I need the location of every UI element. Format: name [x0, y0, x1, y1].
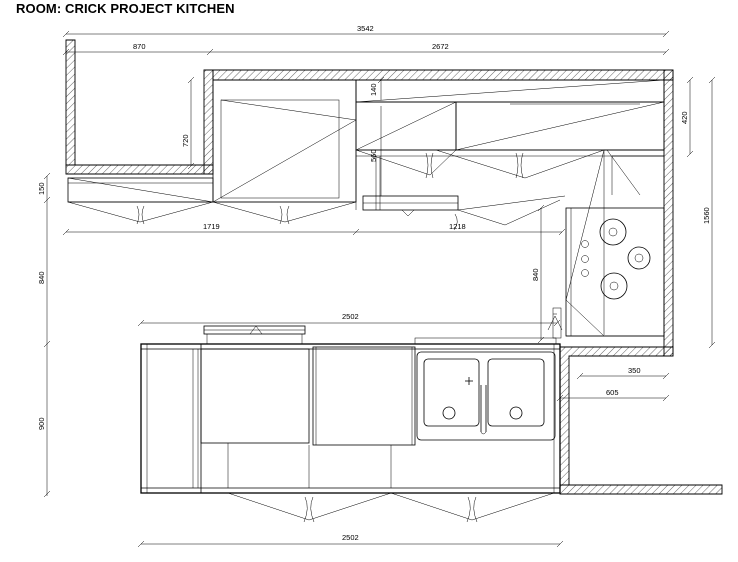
dim-return-605: 605: [606, 388, 619, 397]
wall-return: [559, 346, 674, 486]
wall-left-upper: [65, 39, 76, 166]
dim-center-vertical: 840: [531, 268, 540, 281]
upper-run: [67, 79, 665, 335]
sink-bowl-right: [487, 358, 545, 427]
dim-right-upper: 420: [680, 111, 689, 124]
island-appliance-2: [312, 346, 416, 446]
dim-top-left: 870: [133, 42, 146, 51]
dim-top-right: 2672: [432, 42, 449, 51]
burner-1: [599, 218, 627, 246]
wall-step-vertical: [203, 69, 214, 175]
burner-2: [627, 246, 651, 270]
wall-top: [204, 69, 674, 81]
sink: [416, 351, 556, 441]
dimension-labels: 3542 870 2672 140 720 560 420 1560 150 8…: [37, 24, 711, 542]
wall-right: [663, 69, 674, 357]
island-appliance-1: [200, 348, 310, 444]
dim-island-top: 2502: [342, 312, 359, 321]
hob-unit: [565, 207, 665, 337]
dimension-lines: [43, 30, 716, 548]
dim-return-350: 350: [628, 366, 641, 375]
walls: [65, 39, 723, 495]
sink-bowl-left: [423, 358, 480, 427]
dim-run-left: 1719: [203, 222, 220, 231]
dim-left-bottom: 900: [37, 417, 46, 430]
knob-1: [581, 240, 589, 248]
dim-inner-vertical: 560: [369, 149, 378, 162]
dim-overall-top: 3542: [357, 24, 374, 33]
dim-run-right: 1218: [449, 222, 466, 231]
burner-3: [600, 272, 628, 300]
page-title: ROOM: CRICK PROJECT KITCHEN: [16, 1, 235, 16]
knob-3: [581, 269, 589, 277]
dim-wall-cabinet-depth: 140: [369, 83, 378, 96]
knob-2: [581, 255, 589, 263]
wall-lower-right: [559, 484, 723, 495]
dim-left-middle: 840: [37, 271, 46, 284]
dim-wall-cabinet-height: 720: [181, 134, 190, 147]
tall-cabinet: [212, 79, 357, 203]
island: [140, 325, 561, 523]
hob: [547, 207, 665, 339]
dim-island-bottom: 2502: [342, 533, 359, 542]
dim-left-small: 150: [37, 182, 46, 195]
dim-right-total: 1560: [702, 207, 711, 224]
island-outline: [140, 343, 561, 494]
